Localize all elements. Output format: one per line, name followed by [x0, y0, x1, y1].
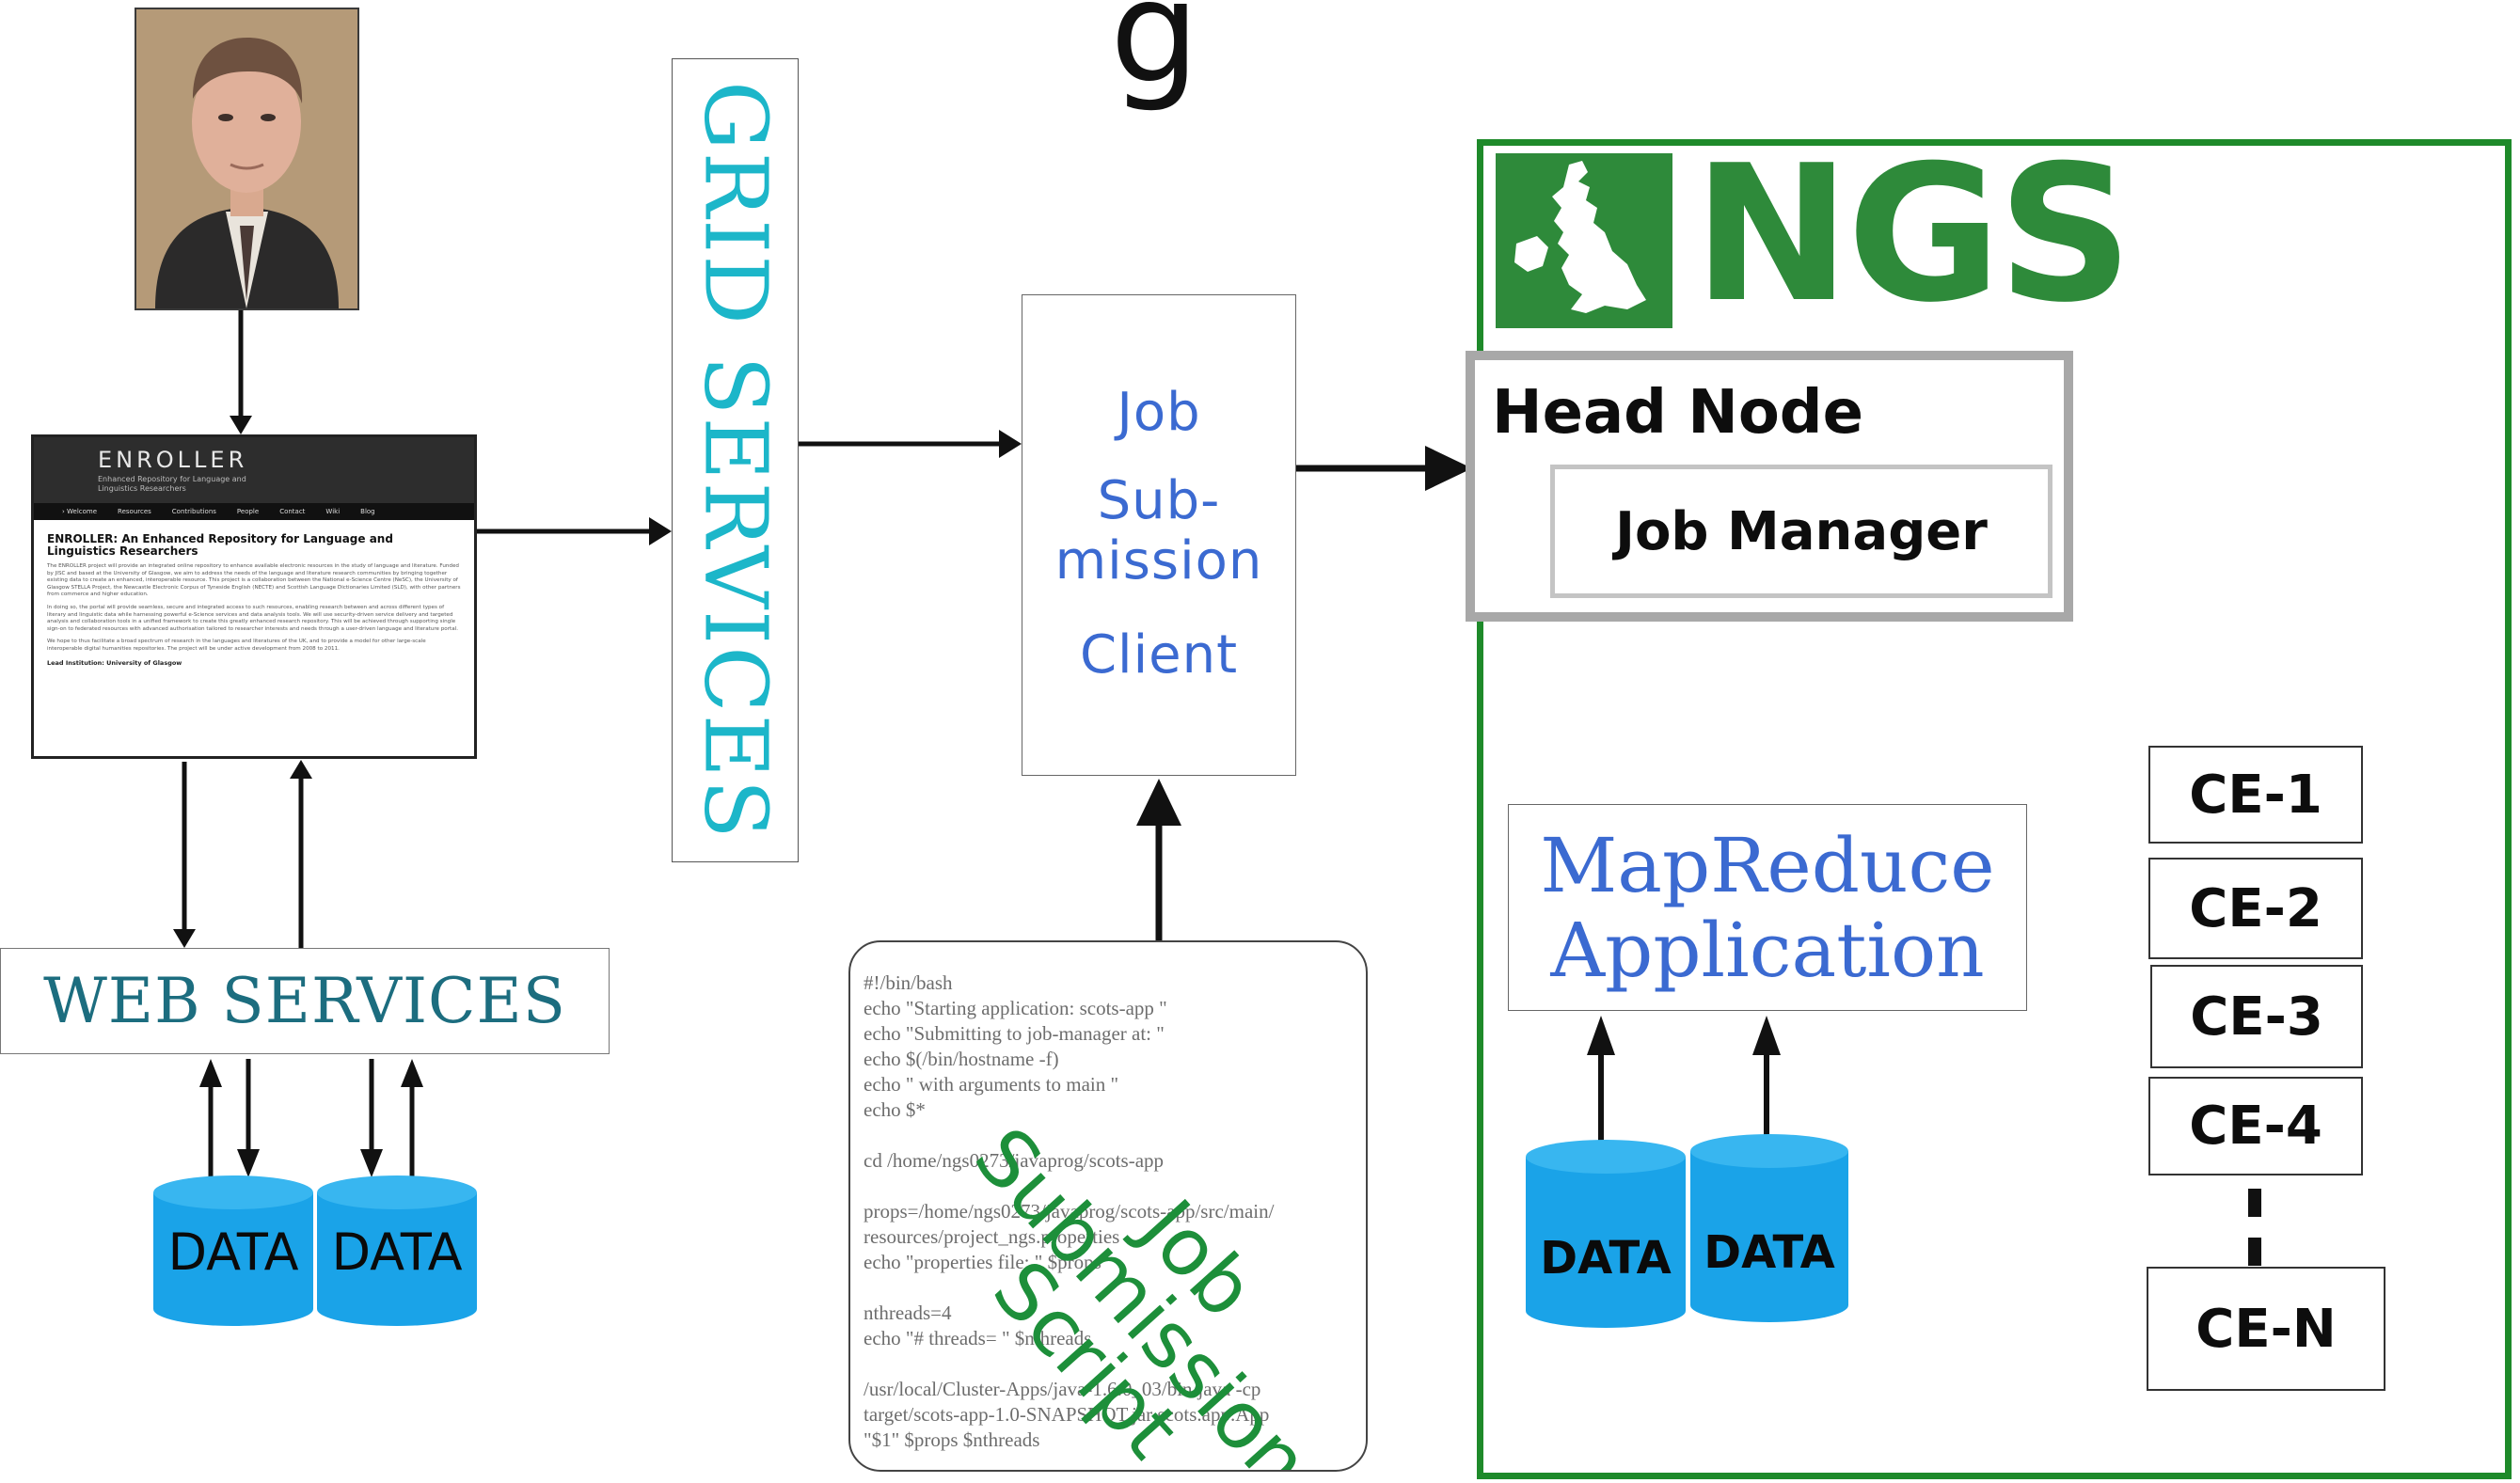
job-submission-client-box: Job Sub- mission Client [1022, 294, 1296, 776]
enroller-nav-item[interactable]: Wiki [325, 508, 341, 515]
mapreduce-application-box: MapReduce Application [1508, 804, 2027, 1011]
enroller-nav-item[interactable]: People [236, 508, 260, 515]
data-cylinder: DATA [1690, 1134, 1848, 1322]
web-services-box: WEB SERVICES [0, 948, 610, 1054]
data-label: DATA [1704, 1226, 1835, 1279]
mapreduce-line: Application [1550, 907, 1985, 994]
enroller-paragraph: In doing so, the portal will provide sea… [47, 604, 458, 632]
ellipsis-dash [2248, 1238, 2261, 1266]
compute-element-box: CE-1 [2148, 746, 2363, 844]
script-code: #!/bin/bash echo "Starting application: … [864, 971, 1275, 1451]
data-cylinder: DATA [317, 1175, 477, 1326]
enroller-nav: › Welcome Resources Contributions People… [34, 503, 474, 520]
data-cylinder: DATA [153, 1175, 313, 1326]
enroller-paragraph: The ENROLLER project will provide an int… [47, 563, 461, 598]
web-services-label: WEB SERVICES [43, 965, 566, 1037]
enroller-nav-item[interactable]: Contributions [171, 508, 216, 515]
job-client-line: mission [1054, 530, 1263, 592]
data-label: DATA [331, 1223, 463, 1282]
grid-services-label: GRID SERVICES [685, 80, 785, 841]
grid-services-box: GRID SERVICES [672, 58, 799, 862]
enroller-nav-item[interactable]: Resources [118, 508, 151, 515]
job-submission-script-box: #!/bin/bash echo "Starting application: … [848, 940, 1368, 1472]
ellipsis-dash [2248, 1189, 2261, 1217]
page-title-fragment: g [1110, 0, 1200, 115]
data-cylinder: DATA [1526, 1140, 1686, 1328]
compute-element-box: CE-N [2147, 1267, 2385, 1391]
ngs-frame [1477, 139, 2512, 1479]
enroller-website-screenshot: ENROLLER Enhanced Repository for Languag… [31, 434, 477, 759]
job-manager-box: Job Manager [1550, 465, 2052, 598]
ngs-logo-text: NGS [1693, 125, 2133, 344]
job-client-line: Sub- [1097, 470, 1221, 531]
compute-element-box: CE-2 [2148, 858, 2363, 959]
head-node-label: Head Node [1492, 378, 1863, 448]
enroller-nav-item[interactable]: Contact [279, 508, 306, 515]
enroller-tagline: Enhanced Repository for Language and Lin… [98, 475, 246, 493]
enroller-logo: ENROLLER [98, 447, 248, 473]
data-label: DATA [167, 1223, 299, 1282]
enroller-page-title: ENROLLER: An Enhanced Repository for Lan… [47, 532, 393, 558]
enroller-header: ENROLLER Enhanced Repository for Languag… [34, 437, 474, 503]
uk-map-icon [1496, 153, 1672, 328]
job-client-line: Client [1079, 624, 1239, 686]
enroller-nav-item[interactable]: › Welcome [62, 508, 98, 515]
compute-element-box: CE-3 [2150, 965, 2363, 1068]
compute-element-box: CE-4 [2148, 1077, 2363, 1175]
data-label: DATA [1540, 1232, 1672, 1285]
enroller-paragraph: We hope to thus facilitate a broad spect… [47, 639, 426, 652]
mapreduce-line: MapReduce [1540, 822, 1995, 909]
enroller-nav-item[interactable]: Blog [360, 508, 375, 515]
job-client-line: Job [1117, 382, 1201, 443]
enroller-lead-institution: Lead Institution: University of Glasgow [47, 658, 182, 667]
user-photo [135, 8, 359, 310]
job-manager-label: Job Manager [1615, 500, 1988, 562]
